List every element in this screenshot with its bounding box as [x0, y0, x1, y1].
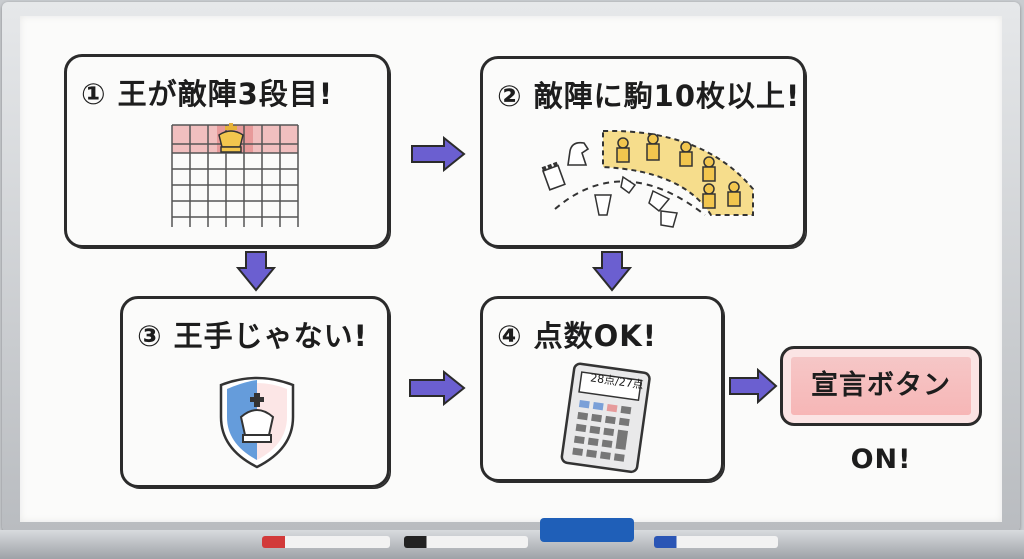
step-3-card: ③ 王手じゃない!	[120, 296, 390, 488]
arrow-down-1	[236, 251, 276, 292]
eraser	[540, 518, 634, 542]
step-4-title: ④ 点数OK!	[497, 319, 658, 353]
calculator-icon	[560, 362, 651, 474]
king-icon	[218, 123, 244, 153]
knight-icon	[567, 141, 590, 166]
arrow-right-1	[411, 136, 466, 172]
arrow-down-2	[592, 251, 632, 292]
step-1-card: ① 王が敵陣3段目!	[64, 54, 390, 248]
arrow-right-2	[409, 370, 466, 406]
shield-icon	[219, 376, 295, 469]
step-4-card: ④ 点数OK! 28点/27点	[480, 296, 724, 482]
board-grid-diagram	[171, 123, 299, 227]
enemy-camp-diagram	[541, 129, 754, 228]
step-2-card: ② 敵陣に駒10枚以上!	[480, 56, 806, 248]
arrow-right-3	[729, 368, 778, 404]
whiteboard	[20, 16, 1002, 522]
blue-marker	[654, 536, 778, 548]
step-3-title: ③ 王手じゃない!	[137, 319, 368, 353]
rook-icon	[541, 161, 566, 191]
red-marker	[262, 536, 390, 548]
king-icon	[239, 393, 275, 443]
black-marker	[404, 536, 528, 548]
step-2-title: ② 敵陣に駒10枚以上!	[497, 79, 801, 113]
step-1-title: ① 王が敵陣3段目!	[81, 77, 334, 111]
pawn-icon	[616, 133, 741, 209]
declare-button-label: 宣言ボタンON!	[811, 370, 951, 475]
declare-button[interactable]: 宣言ボタンON!	[780, 346, 982, 475]
